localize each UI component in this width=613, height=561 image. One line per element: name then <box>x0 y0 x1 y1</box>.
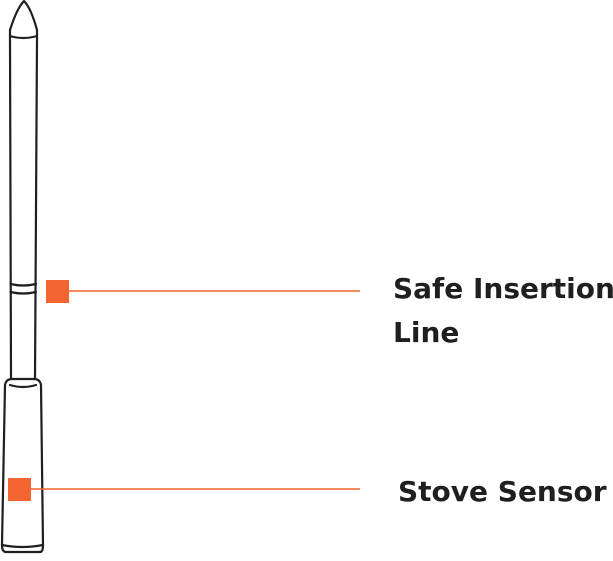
safe-insertion-marker <box>46 280 69 303</box>
probe-shaft-outline <box>8 28 39 380</box>
housing-sides <box>0 383 45 547</box>
stove-sensor-label: Stove Sensor <box>398 475 607 508</box>
safe-insertion-line-label-line2: Line <box>393 316 460 349</box>
probe-shaft <box>8 0 39 380</box>
safe-insertion-line-label: Safe Insertion Line <box>393 267 613 355</box>
probe-tip <box>8 0 39 32</box>
safe-insertion-line-label-line1: Safe Insertion <box>393 272 613 305</box>
housing-bottom-band <box>0 543 45 549</box>
housing-top-band <box>8 383 38 389</box>
housing-top <box>3 377 43 387</box>
housing-bottom <box>0 543 45 554</box>
probe-housing <box>0 377 45 554</box>
stove-sensor-marker <box>8 478 31 501</box>
probe-tip-band <box>8 34 39 40</box>
insertion-ring-bottom <box>9 290 38 295</box>
insertion-ring-top <box>9 282 38 287</box>
